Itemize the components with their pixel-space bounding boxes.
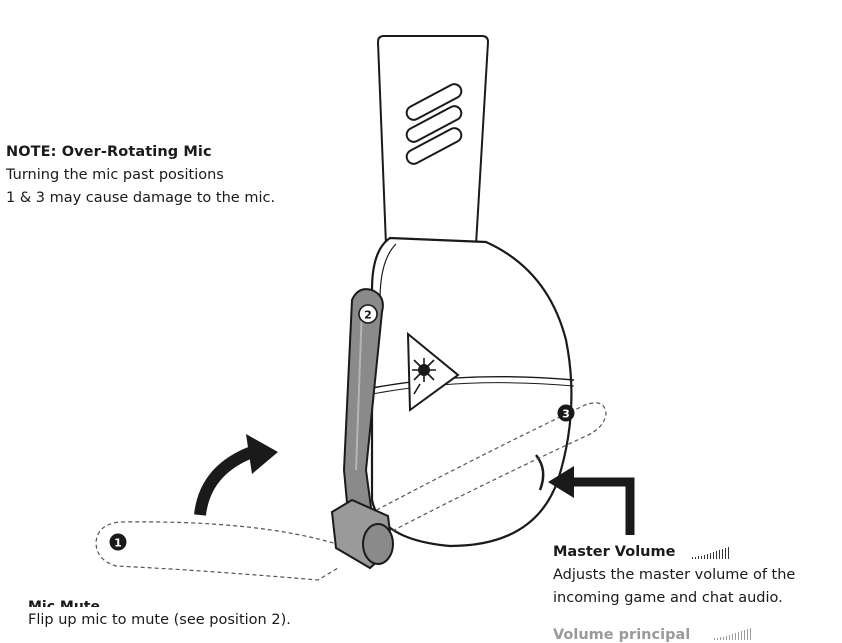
position-3-marker: 3 — [557, 404, 575, 422]
earcup — [361, 236, 575, 548]
volume-principal-ticks-icon — [714, 628, 751, 640]
mic-position-3-outline — [357, 402, 607, 541]
position-3-label: 3 — [562, 408, 570, 421]
master-volume-title: Master Volume — [553, 544, 676, 560]
master-volume-arrow-icon — [548, 466, 635, 535]
note-line-1: Turning the mic past positions — [6, 167, 224, 183]
mic-position-1-outline — [95, 521, 341, 581]
position-2-marker: 2 — [358, 304, 378, 324]
position-1-label: 1 — [114, 537, 122, 550]
master-volume-line-1: Adjusts the master volume of the — [553, 567, 796, 583]
mic-mute-description: Flip up mic to mute (see position 2). — [28, 612, 291, 628]
position-1-marker: 1 — [109, 533, 127, 551]
position-2-label: 2 — [364, 309, 372, 322]
note-line-2: 1 & 3 may cause damage to the mic. — [6, 190, 276, 206]
mic-boom — [330, 288, 394, 570]
volume-principal-title: Volume principal — [553, 627, 691, 643]
headband — [376, 35, 490, 246]
note-title: NOTE: Over-Rotating Mic — [6, 144, 212, 160]
mic-mute-title: Mic Mute — [28, 600, 100, 607]
headband-vent-icon — [405, 83, 463, 165]
brand-triangle-icon — [406, 331, 460, 412]
flip-up-arrow-icon — [194, 434, 278, 516]
master-volume-line-2: incoming game and chat audio. — [553, 590, 783, 606]
master-volume-ticks-icon — [692, 547, 729, 559]
